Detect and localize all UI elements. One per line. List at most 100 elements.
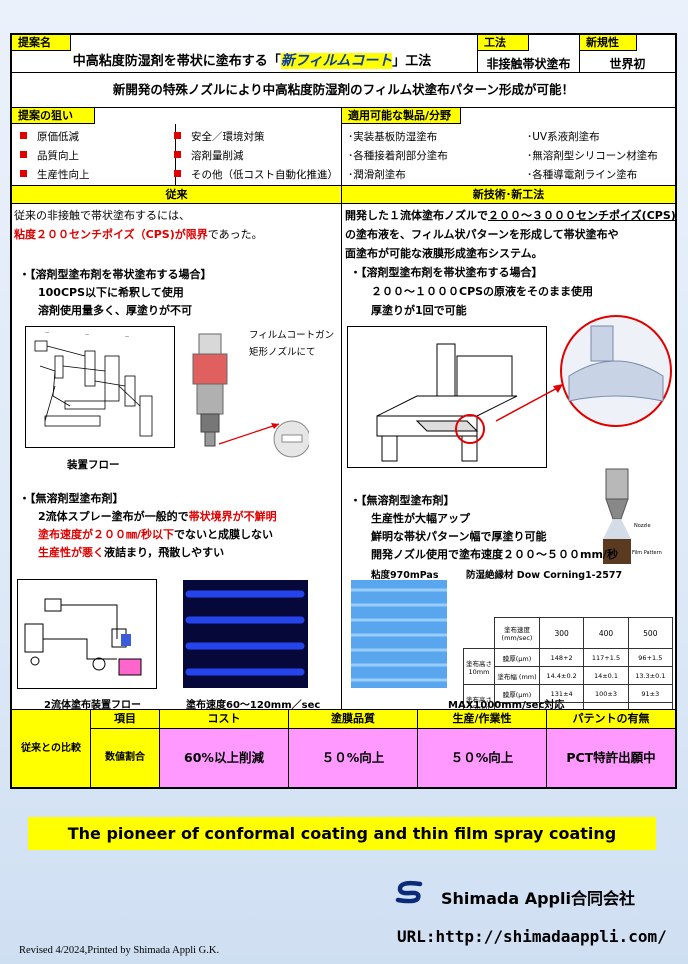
film-pattern-label: Film Pattern: [632, 550, 662, 556]
gun-label: フィルムコートガン: [249, 330, 335, 341]
speed-col: 500: [627, 617, 674, 649]
comparison-col-cost: コスト: [159, 709, 289, 729]
coating-results-table: 塗布速度(mm/sec) 300 400 500 塗布高さ 10mm 膜厚(μm…: [463, 617, 674, 721]
conventional-header: 従来: [11, 185, 342, 204]
gun-label: 矩形ノズルにて: [249, 347, 316, 358]
value-cell: 117+1.5: [583, 648, 629, 667]
title-pre: 中高粘度防湿剤を帯状に塗布する「: [72, 54, 281, 69]
speed-col: 400: [583, 617, 629, 649]
svg-text:—: —: [45, 330, 49, 335]
nozzle-film-pattern-illustration: Nozzle Film Pattern: [603, 468, 662, 564]
conv-solvent-line: 溶剤使用量多く、厚塗りが不可: [38, 304, 192, 317]
company-logo-icon: [395, 880, 423, 904]
bullet-icon: [20, 132, 27, 139]
product-item: ･無溶剤型シリコーン材塗布: [527, 150, 658, 162]
aim-item: 品質向上: [20, 148, 79, 163]
product-item: ･各種接着剤部分塗布: [348, 150, 448, 162]
pioneer-banner: The pioneer of conformal coating and thi…: [28, 817, 656, 850]
metric-cell: 膜厚(μm): [494, 648, 540, 667]
value-cell: 13.3±0.1: [627, 666, 674, 685]
bullet-icon: [174, 132, 181, 139]
comparison-col-productivity: 生産/作業性: [417, 709, 547, 729]
new-intro-3: 面塗布が可能な液膜形成塗布システム。: [345, 247, 543, 260]
value-cell: 14.4±0.2: [538, 666, 585, 685]
conv-nosolvent-title: ・【無溶剤型塗布剤】: [19, 492, 124, 505]
two-fluid-flow-diagram: [17, 579, 157, 689]
comparison-label: 従来との比較: [11, 709, 91, 788]
novelty-value: 世界初: [609, 57, 646, 71]
item-label: 項目: [90, 709, 160, 729]
value-cell: 148+2: [538, 648, 585, 667]
product-item: ･潤滑剤塗布: [348, 169, 406, 181]
spray-pattern-photo: [183, 580, 308, 688]
two-fluid-caption: 2流体塗布装置フロー: [44, 700, 141, 711]
new-solvent-line: 厚塗りが1回で可能: [371, 304, 467, 317]
conv-ns-line: 生産性が悪く液詰まり，飛散しやすい: [38, 546, 225, 559]
bullet-icon: [174, 170, 181, 177]
proposal-sheet: 提案名 中高粘度防湿剤を帯状に塗布する「新フィルムコート」工法 工法 非接触帯状…: [10, 33, 677, 789]
product-item: ･各種導電剤ライン塗布: [527, 169, 638, 181]
bullet-icon: [20, 151, 27, 158]
aim-item: 原価低減: [20, 129, 79, 144]
svg-text:—: —: [85, 332, 89, 337]
comparison-val-cost: 60%以上削減: [159, 728, 289, 788]
comparison-val-quality: ５０%向上: [288, 728, 418, 788]
new-solvent-title: ・【溶剤型塗布剤を帯状塗布する場合】: [350, 266, 543, 279]
material-label: 防湿絶縁材 Dow Corning1-2577: [466, 570, 623, 581]
bullet-icon: [174, 151, 181, 158]
film-coat-gun-illustration: [192, 333, 309, 458]
new-solvent-line: ２００～１０００CPSの原液をそのまま使用: [371, 285, 594, 298]
title-post: 」工法: [392, 54, 432, 69]
revision-note: Revised 4/2024,Printed by Shimada Appli …: [19, 945, 220, 956]
conv-ns-line: 2流体スプレー塗布が一般的で帯状境界が不鮮明: [38, 510, 277, 523]
new-nosolvent-title: ・【無溶剤型塗布剤】: [350, 494, 455, 507]
bullet-icon: [20, 170, 27, 177]
metric-cell: 塗布幅 (mm): [494, 666, 540, 685]
conv-solvent-line: 100CPS以下に希釈して使用: [38, 286, 184, 299]
nozzle-label: Nozzle: [634, 523, 651, 529]
conv-ns-line: 塗布速度が２００㎜/秒以下でないと成膜しない: [38, 528, 274, 541]
new-ns-line: 生産性が大幅アップ: [371, 512, 470, 525]
method-box: 工法 非接触帯状塗布: [477, 34, 580, 73]
newtech-header: 新技術･新工法: [341, 185, 676, 204]
comparison-col-quality: 塗膜品質: [288, 709, 418, 729]
products-label: 適用可能な製品/分野: [342, 108, 461, 124]
value-cell: 100±3: [583, 684, 629, 703]
novelty-box: 新規性 世界初: [579, 34, 676, 73]
apparatus-flow-diagram: ———: [25, 326, 175, 448]
proposal-title: 中高粘度防湿剤を帯状に塗布する「新フィルムコート」工法: [32, 50, 472, 70]
title-highlight: 新フィルムコート: [280, 53, 393, 69]
new-ns-line: 鮮明な帯状パターン幅で厚塗り可能: [371, 530, 547, 543]
group-cell: 塗布高さ 10mm: [463, 648, 495, 685]
comparison-val-productivity: ５０%向上: [417, 728, 547, 788]
viscosity-label: 粘度970mPas: [371, 570, 439, 581]
value-cell: 14±0.1: [583, 666, 629, 685]
title-box: 提案名 中高粘度防湿剤を帯状に塗布する「新フィルムコート」工法: [11, 34, 478, 73]
aim-item: 生産性向上: [20, 167, 90, 182]
aim-item: 溶剤量削減: [174, 148, 244, 163]
comparison-col-patent: パテントの有無: [546, 709, 676, 729]
max-speed-caption: MAX1000mm/sec対応: [448, 700, 565, 711]
novelty-label: 新規性: [580, 35, 637, 51]
new-ns-line: 開発ノズル使用で塗布速度２００～５００mm/秒: [371, 548, 618, 561]
product-item: ･実装基板防湿塗布: [348, 131, 438, 143]
product-item: ･UV系液剤塗布: [527, 131, 600, 143]
proposal-label: 提案名: [12, 35, 71, 51]
coating-machine-diagram: [347, 326, 547, 468]
value-label: 数値割合: [90, 728, 160, 788]
method-value: 非接触帯状塗布: [486, 57, 571, 71]
company-name: Shimada Appli合同会社: [441, 889, 635, 908]
conv-solvent-title: ・【溶剤型塗布剤を帯状塗布する場合】: [19, 268, 212, 281]
flow-caption: 装置フロー: [67, 459, 120, 471]
new-intro-1: 開発した１流体塗布ノズルで２００～３０００センチポイズ(CPS): [345, 209, 676, 222]
conv-intro: 従来の非接触で帯状塗布するには、: [14, 209, 190, 222]
speed-col: 300: [538, 617, 585, 649]
company-url[interactable]: URL:http://shimadaappli.com/: [397, 927, 667, 946]
products-box: 適用可能な製品/分野 ･実装基板防湿塗布 ･各種接着剤部分塗布 ･潤滑剤塗布 ･…: [341, 107, 676, 186]
nozzle-closeup-illustration: [495, 315, 672, 427]
aims-box: 提案の狙い 原価低減 品質向上 生産性向上 安全／環境対策 溶剤量削減 その他（…: [11, 107, 342, 186]
film-pattern-photo: [351, 580, 447, 688]
comparison-val-patent: PCT特許出願中: [546, 728, 676, 788]
speed-header: 塗布速度(mm/sec): [494, 617, 540, 649]
conv-intro-2: 粘度２００センチポイズ（CPS)が限界であった。: [14, 228, 263, 241]
